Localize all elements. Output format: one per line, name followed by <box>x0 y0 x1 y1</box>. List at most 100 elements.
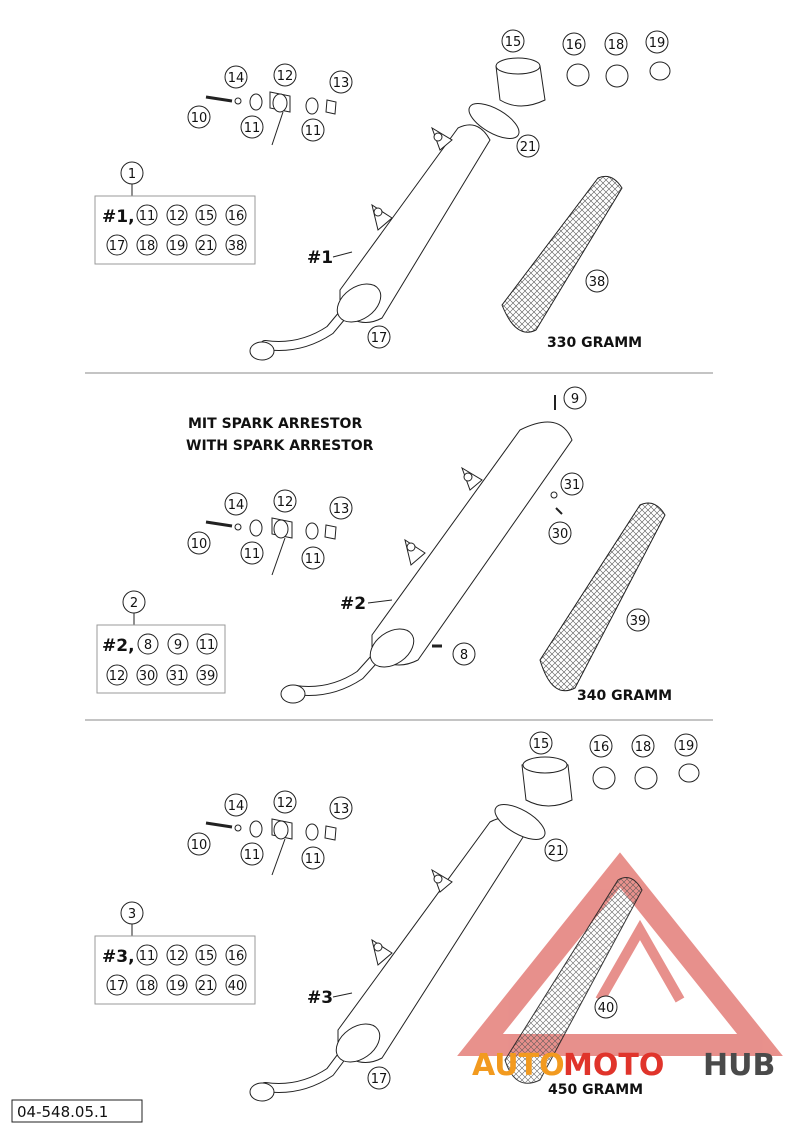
group-number: 3 <box>128 907 136 922</box>
kit-box <box>94 935 256 1005</box>
callout-21: 21 <box>516 134 540 158</box>
kit-item: 12 <box>169 949 186 964</box>
callout-18: 18 <box>604 32 628 56</box>
drawing-code: 04-548.05.1 <box>17 1103 108 1121</box>
kit-item: 40 <box>228 979 245 994</box>
callout-21: 21 <box>544 838 568 862</box>
svg-text:10: 10 <box>191 838 208 853</box>
callout-15: 15 <box>529 731 553 755</box>
svg-text:18: 18 <box>635 740 652 755</box>
callout-11: 11 <box>240 842 264 866</box>
section-3: 3 #3, 11 12 15 16 17 18 19 21 40 10 14 1… <box>94 731 783 1102</box>
section-title: MIT SPARK ARRESTOR <box>188 416 362 432</box>
svg-text:11: 11 <box>244 547 261 562</box>
svg-text:10: 10 <box>191 111 208 126</box>
section-title: WITH SPARK ARRESTOR <box>186 438 374 454</box>
svg-text:11: 11 <box>244 848 261 863</box>
kit-items: 11 12 15 16 17 18 19 21 40 <box>106 944 247 996</box>
callout-11: 11 <box>301 118 325 142</box>
kit-prefix: #3, <box>102 947 135 967</box>
svg-text:12: 12 <box>277 69 294 84</box>
mass-label: 340 GRAMM <box>577 688 672 704</box>
kit-item: 9 <box>174 638 182 653</box>
callout-17: 17 <box>367 325 391 349</box>
packing-mat <box>539 502 666 692</box>
callout-11: 11 <box>240 115 264 139</box>
kit-item: 18 <box>139 979 156 994</box>
callout-14: 14 <box>224 793 248 817</box>
svg-text:MOTO: MOTO <box>563 1048 664 1083</box>
kit-item: 17 <box>109 979 126 994</box>
callout-11: 11 <box>301 846 325 870</box>
kit-prefix: #1, <box>102 207 135 227</box>
group-number: 1 <box>128 167 136 182</box>
group-number: 2 <box>130 596 138 611</box>
kit-item: 21 <box>198 239 215 254</box>
kit-item: 30 <box>139 669 156 684</box>
drawing-code-box <box>11 1099 143 1123</box>
muffler-body <box>249 817 526 1102</box>
svg-text:11: 11 <box>244 121 261 136</box>
callout-10: 10 <box>187 531 211 555</box>
body-label: #2 <box>340 594 366 614</box>
svg-text:11: 11 <box>305 852 322 867</box>
svg-text:10: 10 <box>191 537 208 552</box>
svg-text:11: 11 <box>305 124 322 139</box>
kit-item: 15 <box>198 949 215 964</box>
callout-13: 13 <box>329 496 353 520</box>
svg-text:21: 21 <box>520 140 537 155</box>
svg-text:19: 19 <box>678 739 695 754</box>
callout-11: 11 <box>301 546 325 570</box>
svg-text:13: 13 <box>333 802 350 817</box>
section-1: 1 #1, 11 12 15 16 17 18 19 21 38 10 14 <box>94 29 671 361</box>
callout-14: 14 <box>224 492 248 516</box>
callout-8: 8 <box>452 642 476 666</box>
svg-text:13: 13 <box>333 502 350 517</box>
svg-text:40: 40 <box>598 1001 615 1016</box>
mass-label: 450 GRAMM <box>548 1082 643 1098</box>
mounting-hardware <box>205 517 337 576</box>
callout-13: 13 <box>329 796 353 820</box>
kit-item: 38 <box>228 239 245 254</box>
callout-31: 31 <box>560 472 584 496</box>
svg-text:8: 8 <box>460 648 468 663</box>
callout-15: 15 <box>501 29 525 53</box>
callout-30: 30 <box>548 521 572 545</box>
callout-39: 39 <box>626 608 650 632</box>
callout-18: 18 <box>631 734 655 758</box>
muffler-body <box>249 124 491 361</box>
svg-text:12: 12 <box>277 495 294 510</box>
kit-item: 11 <box>139 209 156 224</box>
callout-12: 12 <box>273 790 297 814</box>
callout-13: 13 <box>329 70 353 94</box>
mass-label: 330 GRAMM <box>547 335 642 351</box>
kit-item: 31 <box>169 669 186 684</box>
svg-text:13: 13 <box>333 76 350 91</box>
kit-item: 16 <box>228 949 245 964</box>
kit-item: 15 <box>198 209 215 224</box>
callout-19: 19 <box>645 30 669 54</box>
kit-item: 19 <box>169 979 186 994</box>
svg-text:30: 30 <box>552 527 569 542</box>
callout-19: 19 <box>674 733 698 757</box>
svg-text:16: 16 <box>566 38 583 53</box>
svg-text:9: 9 <box>571 392 579 407</box>
callout-12: 12 <box>273 63 297 87</box>
body-label: #3 <box>307 988 333 1008</box>
kit-items: 11 12 15 16 17 18 19 21 38 <box>106 204 247 256</box>
end-cap-parts <box>468 57 671 139</box>
kit-item: 12 <box>169 209 186 224</box>
svg-text:AUTO: AUTO <box>472 1048 565 1083</box>
callout-17: 17 <box>367 1066 391 1090</box>
svg-text:14: 14 <box>228 799 245 814</box>
kit-item: 12 <box>109 669 126 684</box>
muffler-body <box>280 395 573 704</box>
kit-item: 39 <box>199 669 216 684</box>
svg-text:12: 12 <box>277 796 294 811</box>
svg-text:31: 31 <box>564 478 581 493</box>
kit-item: 19 <box>169 239 186 254</box>
svg-text:17: 17 <box>371 1072 388 1087</box>
callout-10: 10 <box>187 105 211 129</box>
svg-text:14: 14 <box>228 71 245 86</box>
svg-text:18: 18 <box>608 38 625 53</box>
